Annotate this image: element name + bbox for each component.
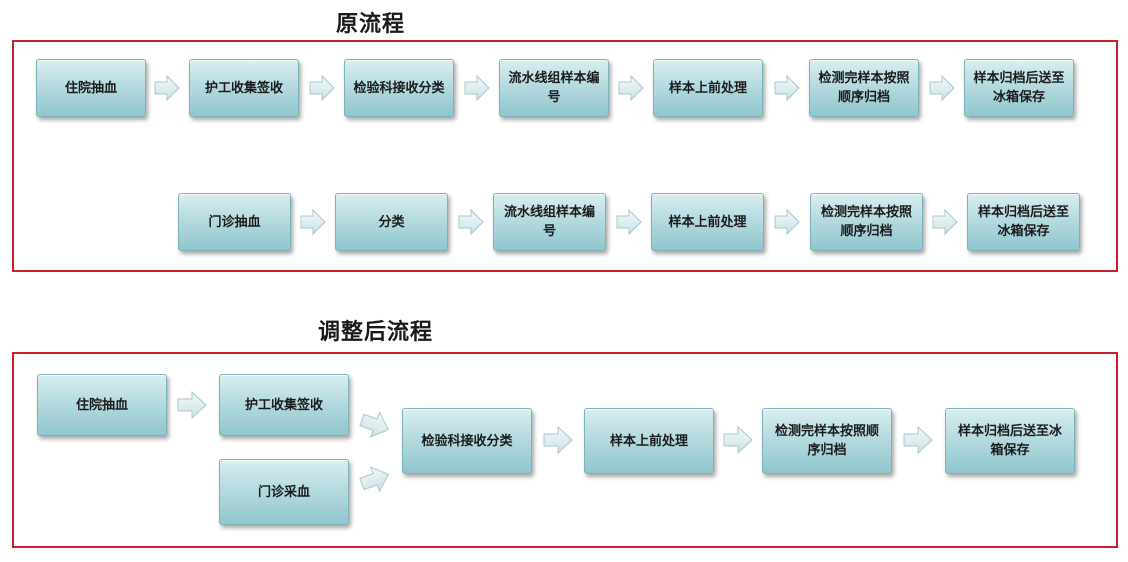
adj-node-inpatient: 住院抽血 — [37, 374, 167, 436]
orig-row2-node-2: 分类 — [335, 193, 448, 251]
orig-row1-node-7: 样本归档后送至冰箱保存 — [964, 59, 1074, 117]
adj-node-outpatient: 门诊采血 — [219, 459, 349, 525]
orig-row2-node-4: 样本上前处理 — [651, 193, 764, 251]
orig-row1-node-5: 样本上前处理 — [653, 59, 763, 117]
original-process-title: 原流程 — [336, 12, 406, 37]
adj-node-nurse-collect: 护工收集签收 — [219, 374, 349, 436]
orig-row1-node-3: 检验科接收分类 — [344, 59, 454, 117]
original-process-frame — [12, 40, 1118, 272]
orig-row1-node-6: 检测完样本按照顺序归档 — [809, 59, 919, 117]
adj-node-preprocess: 样本上前处理 — [584, 408, 714, 474]
adjusted-process-title: 调整后流程 — [318, 320, 434, 345]
adj-node-receive-classify: 检验科接收分类 — [402, 408, 532, 474]
adj-node-archive: 检测完样本按照顺序归档 — [762, 408, 892, 474]
orig-row1-node-1: 住院抽血 — [36, 59, 146, 117]
orig-row1-node-4: 流水线组样本编号 — [499, 59, 609, 117]
adj-node-fridge: 样本归档后送至冰箱保存 — [945, 408, 1075, 474]
adjusted-process-frame — [12, 352, 1118, 548]
orig-row2-node-1: 门诊抽血 — [178, 193, 291, 251]
orig-row2-node-3: 流水线组样本编号 — [493, 193, 606, 251]
orig-row2-node-5: 检测完样本按照顺序归档 — [810, 193, 923, 251]
orig-row1-node-2: 护工收集签收 — [189, 59, 299, 117]
orig-row2-node-6: 样本归档后送至冰箱保存 — [967, 193, 1080, 251]
